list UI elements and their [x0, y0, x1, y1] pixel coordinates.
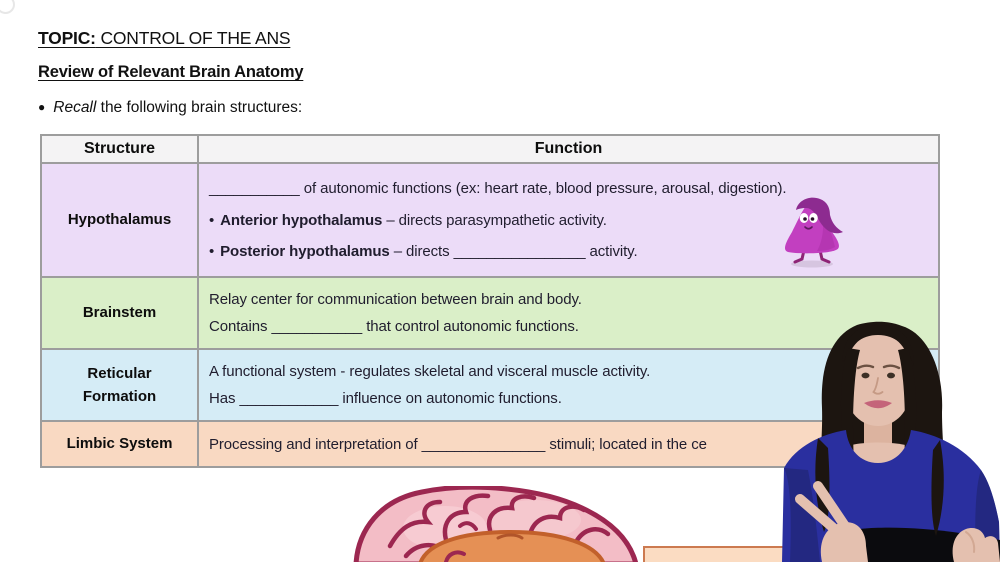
- function-cell-reticular-formation: A functional system - regulates skeletal…: [199, 350, 938, 420]
- brain-anatomy-table: Structure Function Hypothalamus ________…: [40, 134, 940, 468]
- function-line: Relay center for communication between b…: [209, 290, 582, 308]
- function-line: A functional system - regulates skeletal…: [209, 362, 651, 380]
- topic-title: CONTROL OF THE ANS: [95, 28, 291, 48]
- function-line: ___________ of autonomic functions (ex: …: [209, 180, 787, 198]
- column-header-function: Function: [199, 136, 938, 162]
- bullet-icon: ●: [38, 100, 46, 114]
- function-line: Processing and interpretation of _______…: [209, 435, 707, 453]
- instructor-lips: [864, 400, 892, 409]
- instructor-eye: [887, 372, 895, 379]
- topic-label: TOPIC:: [38, 28, 96, 48]
- section-heading: Review of Relevant Brain Anatomy: [38, 63, 304, 81]
- function-cell-brainstem: Relay center for communication between b…: [199, 278, 938, 348]
- hypothalamus-character-icon: [785, 197, 843, 268]
- function-line: Contains ___________ that control autono…: [209, 318, 579, 336]
- instructor-hand: [820, 522, 868, 562]
- instructor-finger: [813, 481, 850, 531]
- brain-illustration: [353, 486, 639, 562]
- instructor-hand: [952, 528, 1000, 562]
- instructor-eyebrow: [882, 364, 901, 370]
- structure-cell-limbic-system: Limbic System: [42, 422, 197, 466]
- recall-bullet-line: ●Recall the following brain structures:: [38, 99, 303, 116]
- bullet-icon: •: [209, 211, 215, 229]
- function-line: Has ____________ influence on autonomic …: [209, 390, 562, 408]
- bullet-icon: •: [209, 242, 215, 260]
- function-line: •Posterior hypothalamus – directs ______…: [209, 242, 638, 260]
- watermark-mark: [0, 0, 15, 14]
- instructor-eye: [861, 372, 870, 379]
- topic-heading: TOPIC: CONTROL OF THE ANS: [38, 28, 291, 49]
- structure-cell-reticular-formation: Reticular Formation: [42, 350, 197, 420]
- structure-cell-brainstem: Brainstem: [42, 278, 197, 348]
- structure-cell-hypothalamus: Hypothalamus: [42, 164, 197, 276]
- function-line: •Anterior hypothalamus – directs parasym…: [209, 211, 607, 229]
- instructor-eyebrow: [856, 364, 875, 370]
- instructor-nose: [872, 377, 884, 395]
- function-cell-hypothalamus: ___________ of autonomic functions (ex: …: [199, 164, 938, 276]
- instructor-video-overlay: [782, 321, 1000, 562]
- column-header-structure: Structure: [42, 136, 197, 162]
